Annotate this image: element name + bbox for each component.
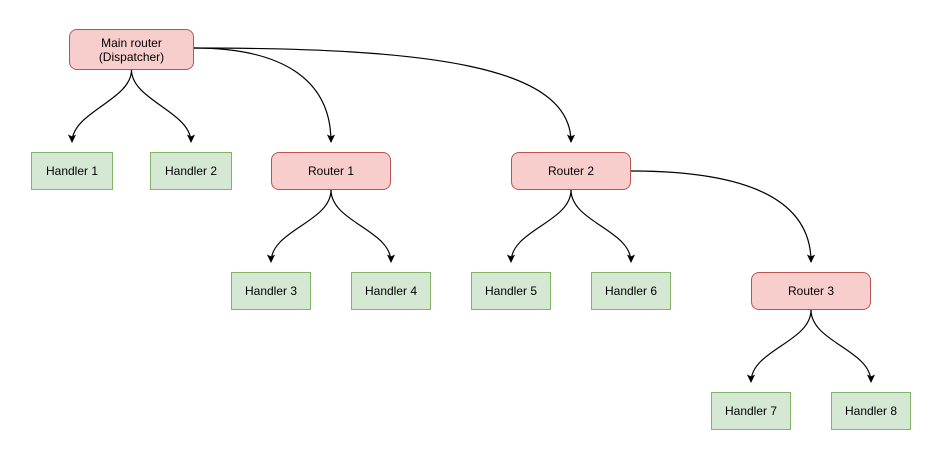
edge-main-to-router2 xyxy=(193,47,576,143)
node-handler7[interactable]: Handler 7 xyxy=(711,392,791,430)
node-handler1[interactable]: Handler 1 xyxy=(31,152,113,190)
edge-router2-to-router3 xyxy=(630,170,816,263)
node-handler8[interactable]: Handler 8 xyxy=(831,392,911,430)
edges-group xyxy=(67,47,876,383)
node-label-handler5: Handler 5 xyxy=(484,284,538,298)
node-label-handler4: Handler 4 xyxy=(364,284,418,298)
node-handler2[interactable]: Handler 2 xyxy=(150,152,232,190)
edge-main-to-router1 xyxy=(193,47,336,143)
node-label-handler1: Handler 1 xyxy=(45,164,99,178)
node-handler5[interactable]: Handler 5 xyxy=(471,272,551,310)
node-router2[interactable]: Router 2 xyxy=(511,152,631,190)
edge-router1-to-handler4 xyxy=(330,189,396,263)
node-handler6[interactable]: Handler 6 xyxy=(591,272,671,310)
edge-router3-to-handler8 xyxy=(810,309,876,383)
edge-router1-to-handler3 xyxy=(266,189,332,263)
node-label-handler2: Handler 2 xyxy=(164,164,218,178)
edge-router3-to-handler7 xyxy=(746,309,812,383)
node-router3[interactable]: Router 3 xyxy=(751,272,871,310)
node-label-router3: Router 3 xyxy=(787,284,835,298)
node-label-main: Main router (Dispatcher) xyxy=(98,35,165,64)
edge-router2-to-handler6 xyxy=(570,189,636,263)
node-label-handler8: Handler 8 xyxy=(844,404,898,418)
edge-router2-to-handler5 xyxy=(506,189,572,263)
node-handler3[interactable]: Handler 3 xyxy=(231,272,311,310)
edge-main-to-handler2 xyxy=(130,69,196,143)
node-handler4[interactable]: Handler 4 xyxy=(351,272,431,310)
node-label-handler3: Handler 3 xyxy=(244,284,298,298)
edge-main-to-handler1 xyxy=(67,69,133,143)
node-main[interactable]: Main router (Dispatcher) xyxy=(69,29,194,70)
node-label-handler7: Handler 7 xyxy=(724,404,778,418)
node-label-router1: Router 1 xyxy=(307,164,355,178)
node-label-router2: Router 2 xyxy=(547,164,595,178)
node-label-handler6: Handler 6 xyxy=(604,284,658,298)
node-router1[interactable]: Router 1 xyxy=(271,152,391,190)
